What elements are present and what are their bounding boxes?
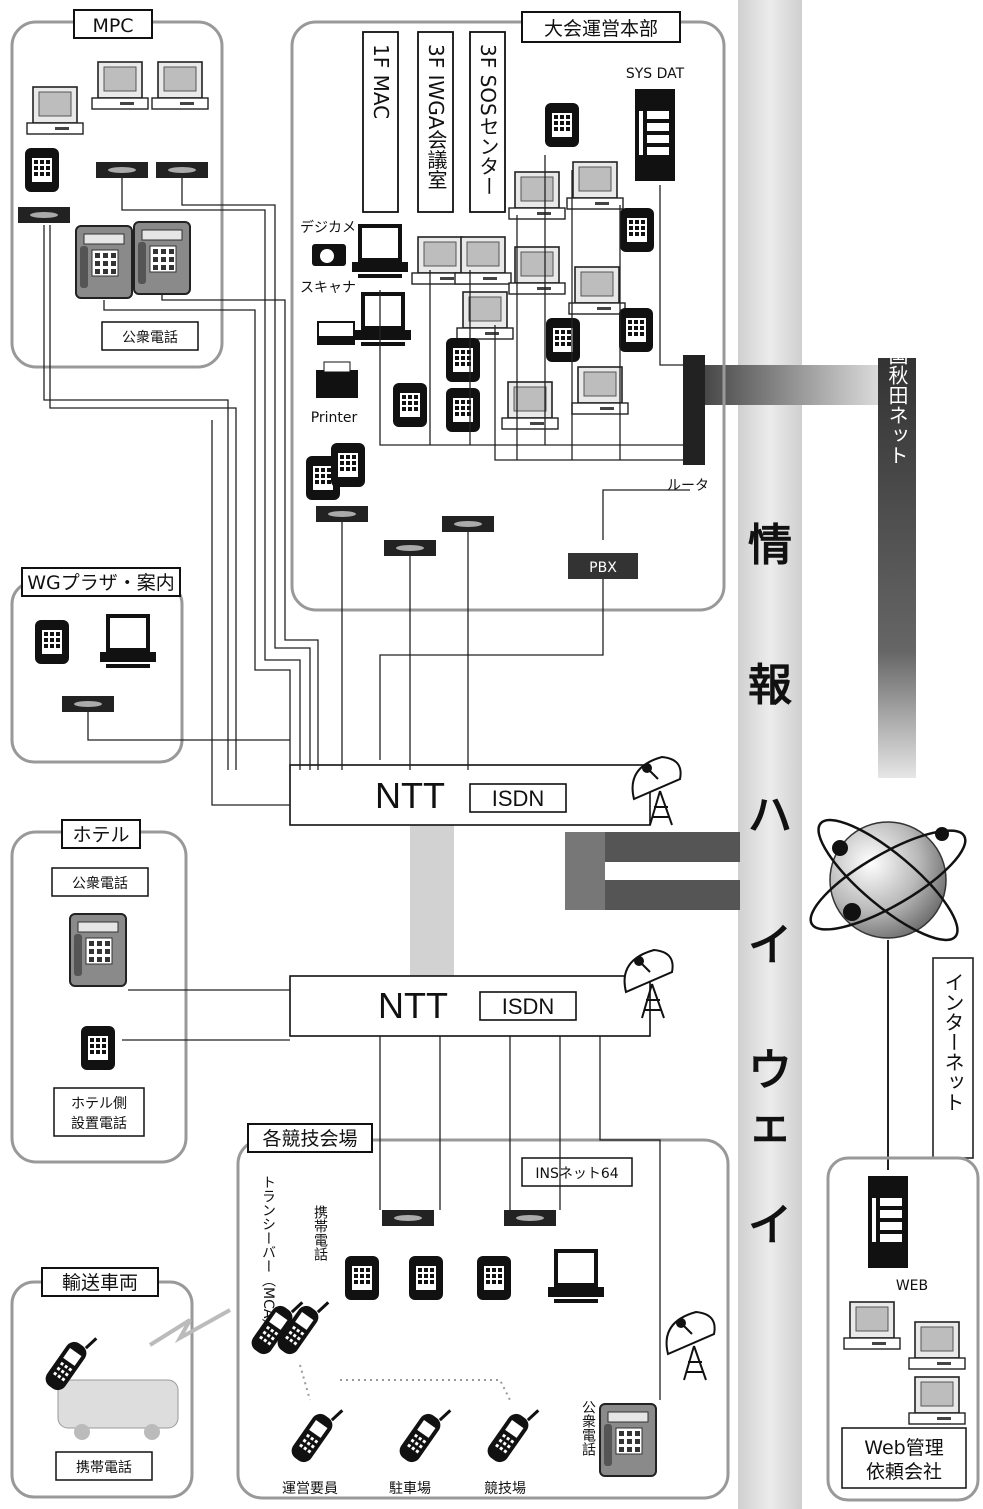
highway-label-3: ハ — [748, 790, 792, 841]
highway-label-7: イ — [748, 1200, 792, 1251]
router-icon — [683, 355, 705, 465]
room-label-2: 3F IWGA会議室 — [424, 44, 448, 189]
hotel-payphone-label: 公衆電話 — [72, 875, 128, 892]
router-label: ルータ — [667, 478, 709, 494]
hotel-phone-label-2: 設置電話 — [71, 1115, 127, 1132]
ntt-label-upper: NTT — [375, 775, 445, 816]
hq-title: 大会運営本部 — [544, 18, 658, 40]
isdn-label-upper: ISDN — [492, 786, 545, 811]
staff-label-2: 駐車場 — [389, 1480, 431, 1497]
venue-payphone-label: 公衆電話 — [580, 1400, 596, 1456]
sys-dat-server-icon — [635, 89, 675, 181]
mpc-payphone-label: 公衆電話 — [122, 329, 178, 346]
venue-mobile-label: 携帯電話 — [312, 1205, 328, 1261]
highway-label-1: 情 — [748, 520, 792, 571]
web-server-icon — [868, 1176, 908, 1268]
highway-label-4: イ — [748, 920, 792, 971]
printer-icon — [316, 370, 358, 398]
web-label: WEB — [896, 1278, 928, 1294]
transport-mobile-label: 携帯電話 — [76, 1459, 132, 1476]
printer-label: Printer — [311, 410, 358, 426]
highway-label-6: ェ — [748, 1100, 792, 1151]
server-label: SYS DAT — [626, 66, 685, 82]
isdn-label-lower: ISDN — [502, 994, 555, 1019]
internet-globe-icon — [799, 804, 977, 957]
mpc-title: MPC — [92, 15, 133, 37]
satellite-dish-icon-3 — [667, 1312, 715, 1380]
wg-plaza-title: WGプラザ・案内 — [27, 572, 175, 594]
akita-feeder — [700, 365, 880, 405]
web-company-title-2: 依頼会社 — [866, 1461, 942, 1483]
ntt-node-lower — [290, 976, 650, 1036]
ntt-link-band — [410, 820, 454, 990]
scanner-label: スキャナ — [300, 280, 356, 296]
hotel-phone-label-1: ホテル側 — [71, 1096, 127, 1112]
ntt-label-lower: NTT — [378, 985, 448, 1026]
hotel-title: ホテル — [72, 824, 129, 846]
wg-plaza-region — [12, 582, 182, 762]
highway-band — [738, 0, 802, 1509]
transport-title: 輸送車両 — [62, 1272, 138, 1294]
room-label-3: 3F SOSセンター — [476, 44, 500, 196]
internet-label: インターネット — [941, 972, 965, 1112]
highway-label-5: ウ — [748, 1045, 792, 1096]
room-label-1: 1F MAC — [369, 44, 393, 119]
ins-label: INSネット64 — [535, 1166, 618, 1182]
akita-net-label: 美の国秋田ネット — [885, 305, 909, 465]
venues-title: 各競技会場 — [262, 1128, 357, 1150]
camera-label: デジカメ — [300, 219, 356, 236]
staff-label-3: 競技場 — [484, 1481, 526, 1497]
web-company-title-1: Web管理 — [864, 1437, 943, 1459]
bus-icon — [58, 1380, 178, 1428]
highway-label-2: 報 — [748, 660, 792, 711]
staff-label-1: 運営要員 — [282, 1481, 338, 1497]
pbx-label: PBX — [589, 560, 617, 576]
